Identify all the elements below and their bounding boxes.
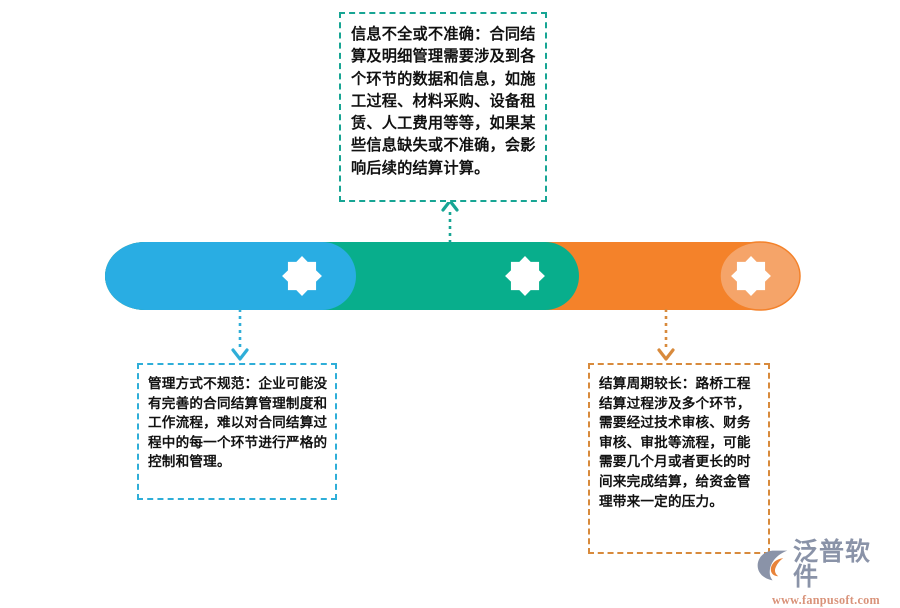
callout-bottom-right-long-settlement-cycle: 结算周期较长：路桥工程结算过程涉及多个环节，需要经过技术审核、财务审核、审批等流… [588,363,770,554]
segment-marker-3 [731,256,771,296]
fanpu-logo-icon [757,550,788,580]
callout-bottom-left-text: 管理方式不规范：企业可能没有完善的合同结算管理制度和工作流程，难以对合同结算过程… [148,376,328,470]
watermark-logo: 泛普软件 www.fanpusoft.com [756,538,896,607]
connector-bottom-left [231,309,249,361]
watermark-url: www.fanpusoft.com [771,593,881,607]
connector-top [441,199,459,243]
connector-bottom-right [657,309,675,361]
callout-bottom-right-text: 结算周期较长：路桥工程结算过程涉及多个环节，需要经过技术审核、财务审核、审批等流… [599,376,751,509]
cylinder-segment-blue [105,242,356,310]
segment-marker-1 [282,256,322,296]
segment-marker-2 [505,256,545,296]
cylinder-end-cap-outline [719,241,801,311]
callout-top-text: 信息不全或不准确：合同结算及明细管理需要涉及到各个环节的数据和信息，如施工过程、… [351,26,536,177]
watermark-brand-name: 泛普软件 [793,538,872,591]
callout-bottom-left-management-nonstandard: 管理方式不规范：企业可能没有完善的合同结算管理制度和工作流程，难以对合同结算过程… [137,363,337,500]
callout-top-information-incomplete: 信息不全或不准确：合同结算及明细管理需要涉及到各个环节的数据和信息，如施工过程、… [339,12,547,202]
